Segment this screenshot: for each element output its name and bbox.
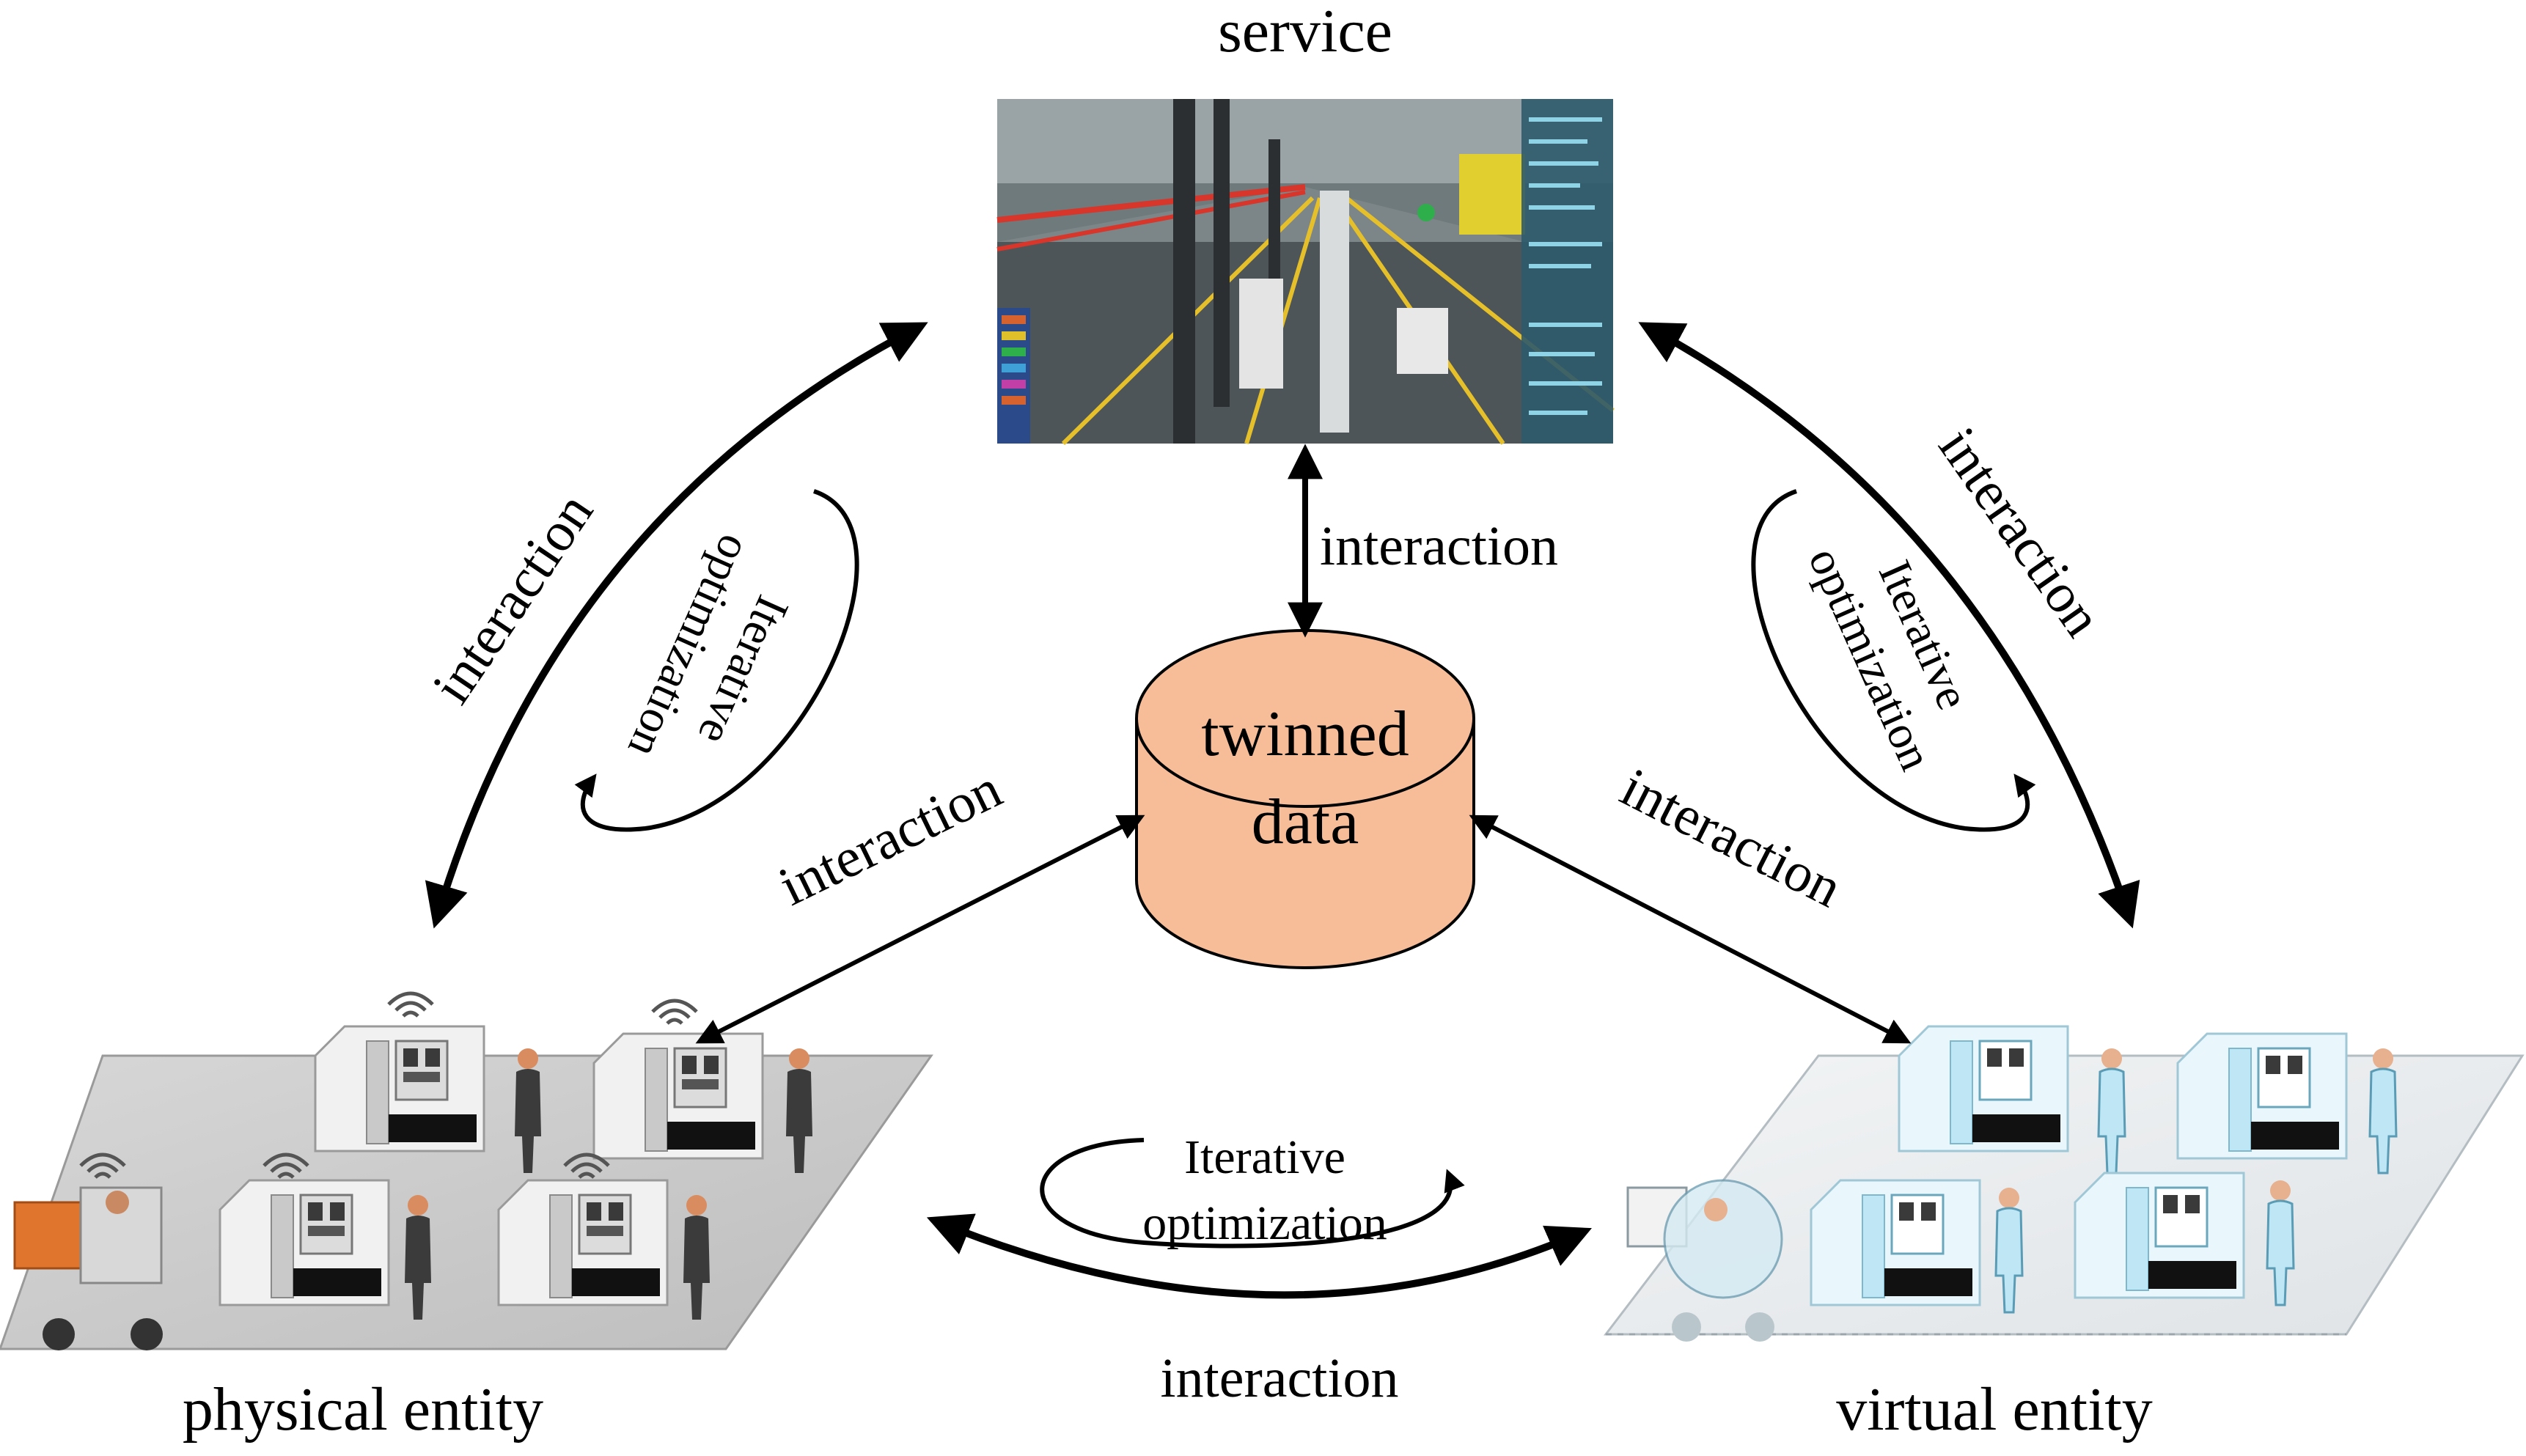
service-virtual-arrow xyxy=(1638,322,2140,929)
physical-entity-title: physical entity xyxy=(183,1375,543,1444)
left-optimization-label: Iterative optimization xyxy=(618,527,799,765)
twinned-data-label-line2: data xyxy=(1252,787,1359,858)
left-optimization-loop xyxy=(574,489,859,832)
twinned-data-cylinder: twinned data xyxy=(1135,629,1475,969)
bottom-optimization-loop xyxy=(1040,1138,1465,1249)
service-physical-arrow xyxy=(425,322,928,929)
virtual-entity-illustration xyxy=(1603,1025,2525,1342)
service-physical-interaction-label: interaction xyxy=(421,482,605,714)
bottom-optimization-line2: optimization xyxy=(1142,1196,1387,1250)
service-data-interaction-label: interaction xyxy=(1320,515,1558,577)
virtual-entity-title: virtual entity xyxy=(1836,1375,2153,1444)
service-virtual-interaction-label: interaction xyxy=(1927,416,2114,647)
physical-entity-illustration xyxy=(0,993,933,1350)
virtual-data-arrow xyxy=(1469,815,1912,1044)
physical-virtual-interaction-label: interaction xyxy=(1161,1347,1399,1409)
service-title: service xyxy=(1218,0,1392,65)
physical-data-interaction-label: interaction xyxy=(770,758,1011,918)
virtual-data-interaction-label: interaction xyxy=(1612,757,1852,919)
virtual-forklift-icon xyxy=(1626,1179,1783,1342)
right-optimization-loop xyxy=(1751,489,2036,832)
twinned-data-label-line1: twinned xyxy=(1201,699,1409,770)
physical-data-arrow xyxy=(695,815,1145,1044)
forklift-icon xyxy=(13,1186,163,1350)
service-screenshot xyxy=(996,99,1615,446)
right-optimization-label: Iterative optimization xyxy=(1799,540,1980,777)
bottom-optimization-line1: Iterative xyxy=(1184,1130,1345,1184)
physical-virtual-arrow xyxy=(926,1213,1592,1299)
